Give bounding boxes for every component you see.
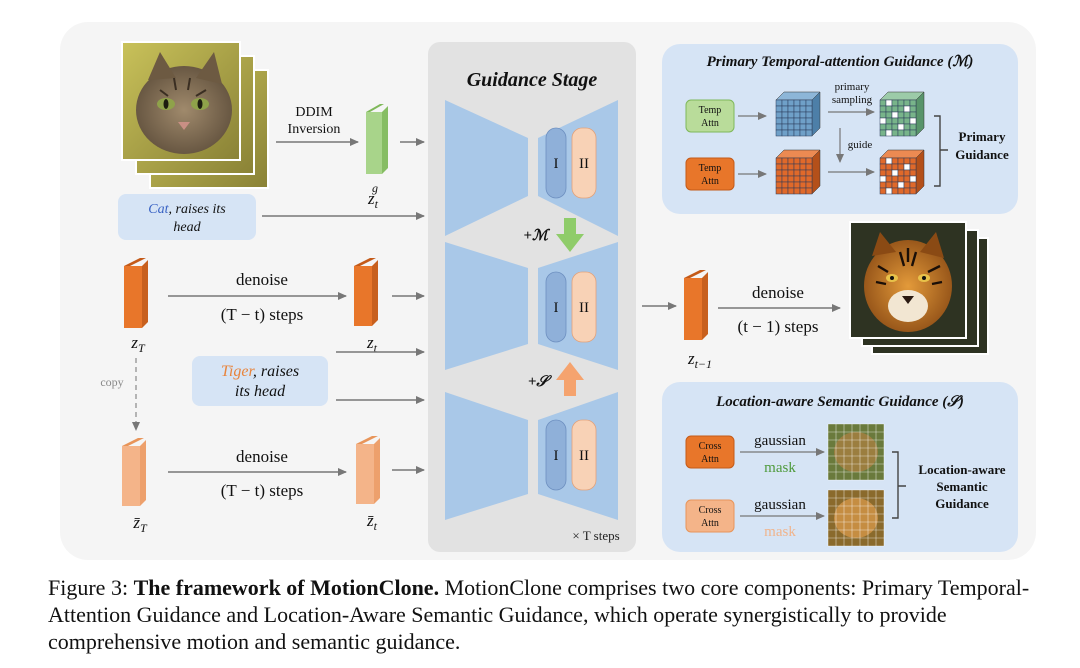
mask-grid (827, 423, 885, 481)
unet-middle: I II (445, 242, 618, 370)
cross-attn-label: Attn (701, 454, 719, 465)
temp-attn-label: Temp (699, 163, 722, 174)
zT-label: zT (130, 333, 146, 355)
cat-prompt-line2: head (173, 220, 201, 235)
location-panel-title: Location-aware Semantic Guidance (𝒮) (715, 394, 964, 410)
masked-tiger-map-1 (827, 423, 885, 481)
steps-right-label: (t − 1) steps (738, 317, 819, 336)
zt-minus-1-label: zt−1 (687, 349, 712, 371)
unet-bottom: I II (445, 392, 618, 520)
cross-attn-box-2 (685, 499, 735, 533)
plus-s-arrow (556, 362, 584, 396)
tiger-prompt-line2: its head (235, 383, 286, 400)
cross-attn-box-1 (685, 435, 735, 469)
location-guidance-label: Guidance (935, 496, 989, 511)
cross-attn-label: Attn (701, 518, 719, 529)
cross-attn-label: Cross (699, 505, 722, 516)
primary-guidance-label: Guidance (955, 147, 1009, 162)
zt-g-label: ztg (367, 181, 379, 211)
tiger-prompt-box (192, 356, 328, 406)
temp-attn-box-target (685, 157, 735, 191)
guide-label: guide (848, 139, 873, 151)
steps-top-label: (T − t) steps (221, 305, 303, 324)
masked-tiger-map-2 (827, 489, 885, 547)
zbar-t-label: z̄t (366, 511, 378, 533)
location-guidance-label: Location-aware (918, 462, 1005, 477)
location-guidance-label: Semantic (936, 479, 988, 494)
latent-zt-g (366, 104, 388, 174)
unet-block-II: II (579, 156, 589, 172)
plus-s-label: +𝒮 (528, 374, 553, 390)
denoise-top-label: denoise (236, 270, 288, 289)
guidance-stage-title: Guidance Stage (467, 69, 598, 91)
attention-cube-guided (879, 149, 925, 195)
location-bracket (892, 451, 906, 519)
cross-attn-label: Cross (699, 441, 722, 452)
gaussian-label-2: gaussian (754, 497, 806, 513)
steps-label: × T steps (572, 528, 619, 543)
temp-attn-label: Temp (699, 105, 722, 116)
unet-block-I: I (554, 300, 559, 316)
temp-attn-label: Attn (701, 176, 719, 187)
cat-video-frames (121, 41, 269, 189)
plus-m-label: +ℳ (523, 228, 551, 244)
primary-bracket (934, 115, 948, 187)
ddim-label-1: DDIM (295, 105, 333, 120)
mask-grid (827, 489, 885, 547)
latent-zbar-T (122, 438, 146, 506)
cat-prompt-box (118, 194, 256, 240)
denoise-bottom-label: denoise (236, 447, 288, 466)
unet-block-I: I (554, 156, 559, 172)
tiger-prompt-line1: Tiger, raises (221, 363, 299, 380)
caption-title: The framework of MotionClone. (133, 575, 440, 600)
attention-cube-sampled (879, 91, 925, 137)
figure-caption: Figure 3: The framework of MotionClone. … (48, 574, 1068, 655)
primary-sampling-label: sampling (832, 94, 873, 106)
steps-bottom-label: (T − t) steps (221, 481, 303, 500)
primary-guidance-label: Primary (959, 129, 1006, 144)
figure-label: Figure 3: (48, 575, 129, 600)
primary-panel-title: Primary Temporal-attention Guidance (ℳ) (707, 54, 974, 70)
mask-label-1: mask (764, 460, 796, 476)
unet-block-II: II (579, 448, 589, 464)
denoise-right-label: denoise (752, 283, 804, 302)
latent-zbar-t (356, 436, 380, 504)
tiger-video-frames (849, 221, 989, 355)
latent-zT (124, 258, 148, 328)
unet-block-II: II (579, 300, 589, 316)
zt-label: zt (366, 333, 378, 355)
unet-top: I II (445, 100, 618, 236)
mask-label-2: mask (764, 524, 796, 540)
copy-label: copy (100, 375, 123, 389)
primary-sampling-label: primary (835, 81, 870, 93)
latent-zt (354, 258, 378, 326)
caption-text: MotionClone comprises two core component… (48, 575, 1030, 654)
zbar-T-label: z̄T (132, 513, 148, 535)
latent-zt-minus-1 (684, 270, 708, 340)
cat-prompt-line1: Cat, raises its (148, 202, 226, 217)
unet-block-I: I (554, 448, 559, 464)
attention-cube-source (775, 91, 821, 137)
attention-cube-target (775, 149, 821, 195)
ddim-label-2: Inversion (288, 122, 341, 137)
plus-m-arrow (556, 218, 584, 252)
gaussian-label-1: gaussian (754, 433, 806, 449)
temp-attn-box-source (685, 99, 735, 133)
temp-attn-label: Attn (701, 118, 719, 129)
